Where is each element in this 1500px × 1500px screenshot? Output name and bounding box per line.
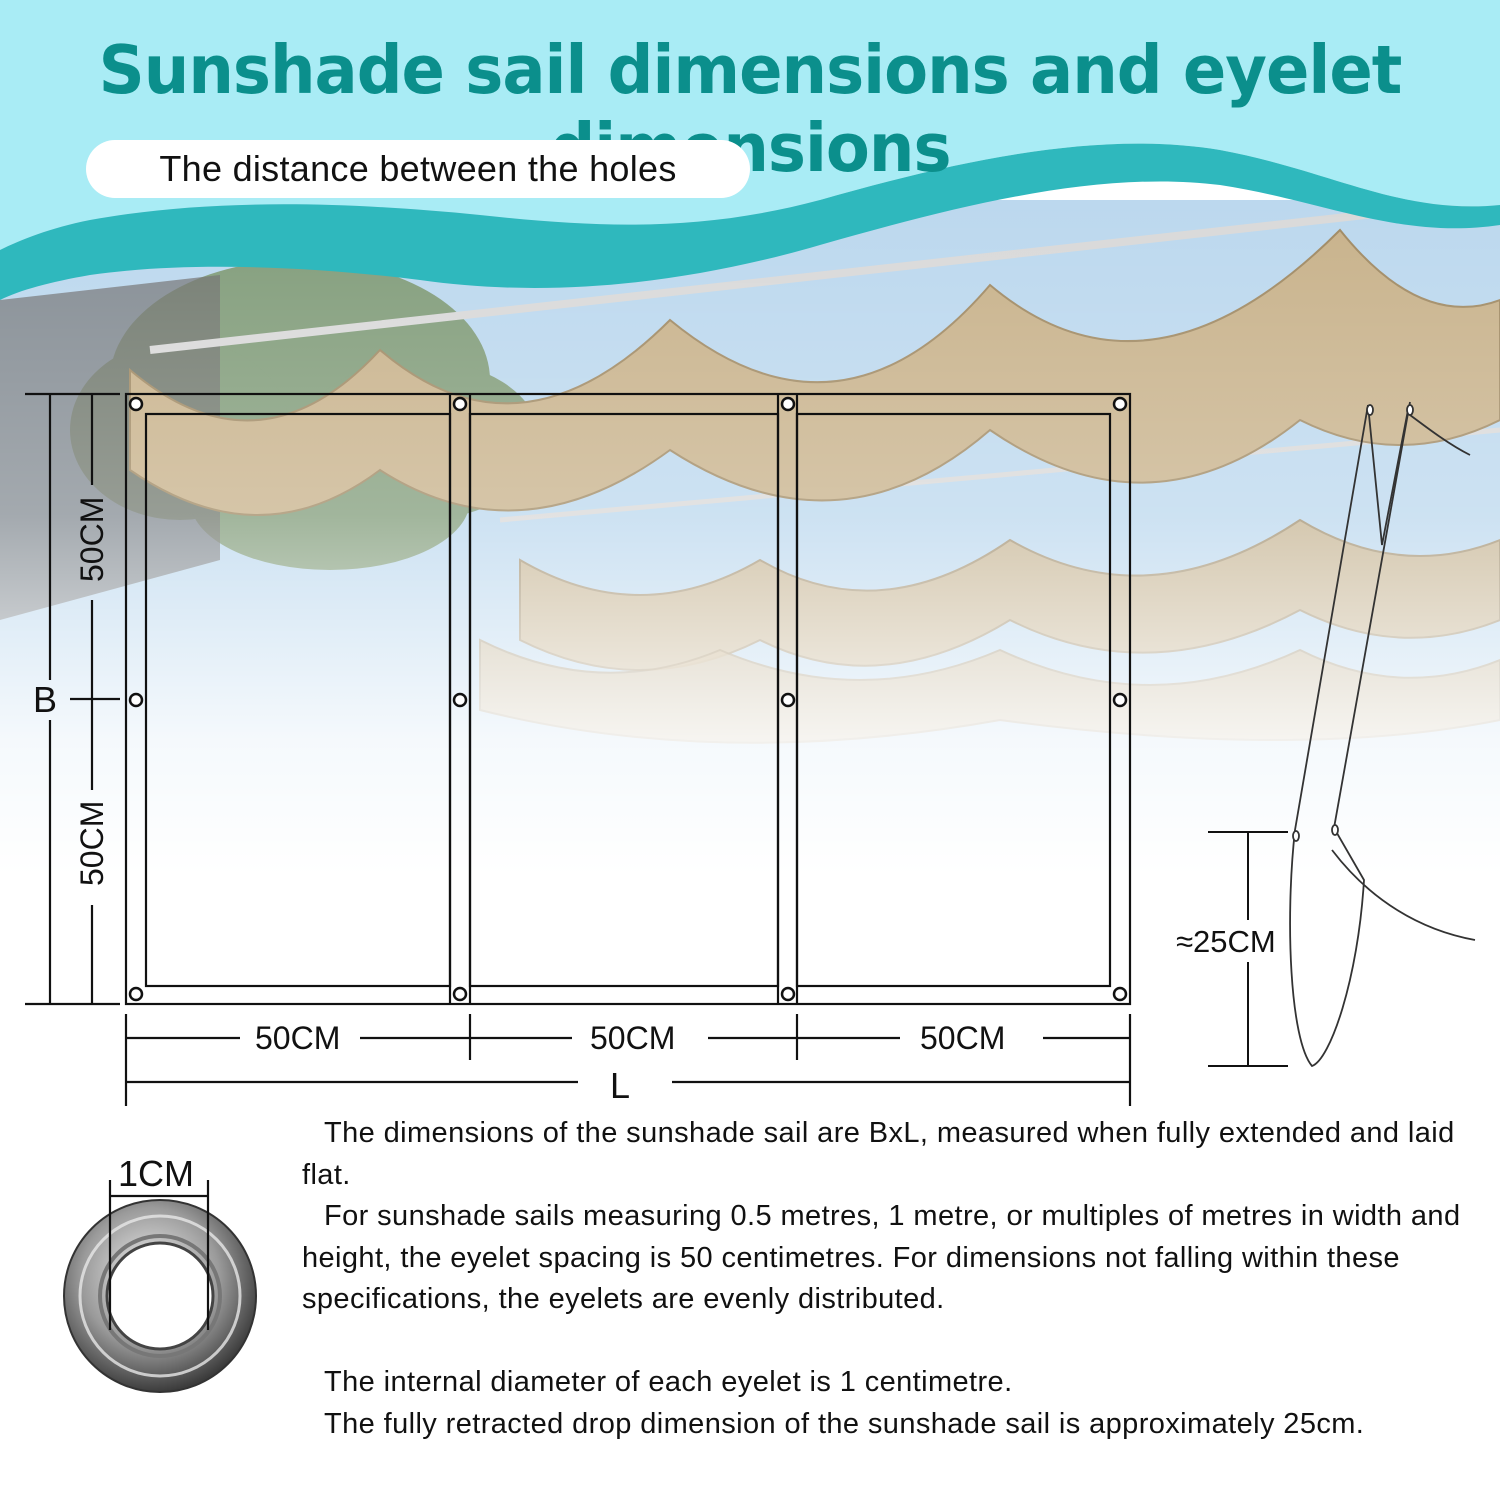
eyelet-hole <box>1112 692 1128 708</box>
horizontal-segment-label: 50CM <box>920 1020 1006 1056</box>
drop-dimension-label: ≈25CM <box>1176 924 1276 959</box>
sail-outer-border <box>124 392 1132 1006</box>
eyelet-hole <box>128 986 144 1002</box>
white-fade <box>0 200 1500 1100</box>
eyelet-hole <box>780 986 796 1002</box>
vertical-segment-label: 50CM <box>74 800 110 886</box>
description-paragraph: The internal diameter of each eyelet is … <box>302 1362 1472 1404</box>
height-label-b: B <box>33 679 58 720</box>
description-text: The internal diameter of each eyelet is … <box>324 1366 1013 1398</box>
retracted-drop-sketch <box>1289 401 1476 1068</box>
eyelet-holes <box>128 396 1128 1002</box>
eyelet-hole <box>128 396 144 412</box>
eyelet-hole <box>780 692 796 708</box>
sail-panel-diagram <box>124 392 1132 1006</box>
eyelet-ring-icon <box>63 1199 257 1393</box>
description-text: For sunshade sails measuring 0.5 metres,… <box>302 1200 1461 1315</box>
eyelet-hole <box>128 692 144 708</box>
lower-white-panel <box>0 1000 1500 1500</box>
eyelet-hole <box>452 986 468 1002</box>
vertical-segment-label: 50CM <box>74 496 110 582</box>
description-paragraph: The dimensions of the sunshade sail are … <box>302 1113 1472 1196</box>
eyelet-hole <box>452 396 468 412</box>
eyelet-hole <box>1112 986 1128 1002</box>
eyelet-hole <box>780 396 796 412</box>
description-paragraph: For sunshade sails measuring 0.5 metres,… <box>302 1196 1472 1321</box>
horizontal-segment-label: 50CM <box>255 1020 341 1056</box>
horizontal-segment-label: 50CM <box>590 1020 676 1056</box>
eyelet-diameter-label: 1CM <box>118 1153 195 1194</box>
vertical-dimension-lines <box>25 392 120 1006</box>
subtitle-text: The distance between the holes <box>159 148 677 189</box>
length-label-l: L <box>610 1065 631 1106</box>
eyelet-hole <box>452 692 468 708</box>
header-band-accent <box>0 143 1500 300</box>
drop-dimension-lines <box>1208 831 1288 1067</box>
eyelet-diameter-lines <box>108 1180 210 1330</box>
horizontal-dimension-lines <box>124 1014 1132 1106</box>
eyelet-hole <box>1112 396 1128 412</box>
description-text: The fully retracted drop dimension of th… <box>324 1408 1365 1440</box>
description-paragraph: The fully retracted drop dimension of th… <box>302 1404 1472 1446</box>
page-title: Sunshade sail dimensions and eyelet dime… <box>98 32 1403 188</box>
subtitle-pill: The distance between the holes <box>86 140 750 198</box>
description-text: The dimensions of the sunshade sail are … <box>302 1117 1455 1191</box>
